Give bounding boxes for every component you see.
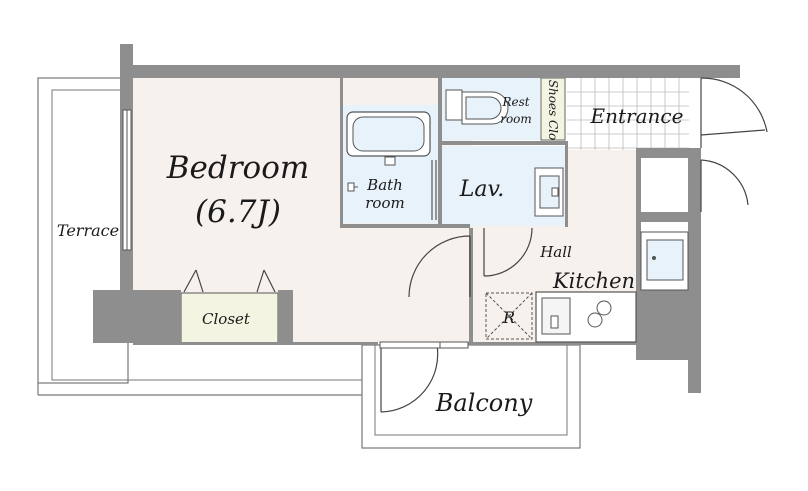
lav-label: Lav. xyxy=(459,177,505,202)
entrance-door xyxy=(700,77,768,148)
rest-room-label: room xyxy=(500,112,532,126)
fridge-label: R xyxy=(502,308,515,327)
hall-label: Hall xyxy=(539,243,572,261)
bath-label: Bath xyxy=(366,176,403,194)
washing-machine xyxy=(640,231,689,291)
kitchen-counter xyxy=(535,291,637,343)
terrace-label: Terrace xyxy=(57,221,119,240)
terrace-area xyxy=(37,77,362,396)
bathtub xyxy=(346,111,431,166)
closet-door xyxy=(183,269,276,293)
fridge-space xyxy=(485,292,533,340)
shoes-closet-label: Shoes Clo xyxy=(546,80,560,141)
rest-label: Rest xyxy=(501,95,529,109)
lav-door xyxy=(483,227,533,277)
shoes-closet xyxy=(540,77,566,141)
bath-fixture xyxy=(347,182,358,192)
lav-sink xyxy=(534,167,564,217)
balcony-door xyxy=(379,341,469,413)
bath-room-label: room xyxy=(365,194,404,212)
bedroom-door xyxy=(408,235,471,298)
entrance-tile-floor xyxy=(567,78,689,150)
entrance-label: Entrance xyxy=(590,104,684,128)
balcony-label: Balcony xyxy=(435,389,533,417)
bedroom-label: Bedroom xyxy=(166,150,310,186)
closet-label: Closet xyxy=(202,310,251,328)
bedroom-size-label: (6.7J) xyxy=(195,194,281,230)
kitchen-label: Kitchen xyxy=(552,269,635,293)
meter-door xyxy=(700,159,749,212)
closet-floor xyxy=(180,292,279,344)
left-window xyxy=(122,109,132,251)
toilet xyxy=(445,89,509,125)
